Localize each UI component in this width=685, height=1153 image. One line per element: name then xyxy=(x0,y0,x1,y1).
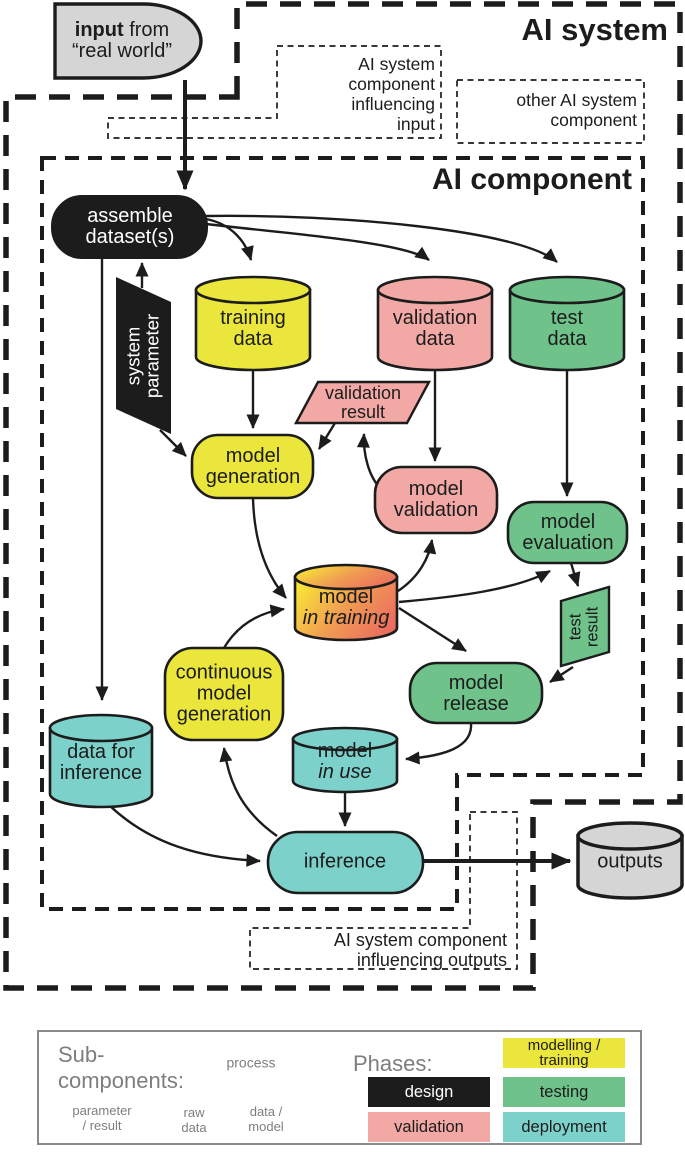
other-component-label: other AI system component xyxy=(516,90,637,130)
legend-phase-modelling-training: modelling / training xyxy=(503,1038,625,1068)
arrow-assemble-to-training-data xyxy=(205,217,254,261)
assemble-datasets-label: assemble dataset(s) xyxy=(85,205,175,248)
legend-subcomponents-title: Sub- components: xyxy=(58,1042,184,1093)
ai-component-border xyxy=(40,156,645,911)
outputs-label: outputs xyxy=(597,850,663,873)
ai-system-title: AI system xyxy=(521,12,668,47)
arrow-validation-result-to-model-generation xyxy=(317,422,337,450)
model-in-training-cylinder-top xyxy=(293,563,399,591)
input-raw-data-shape xyxy=(53,2,203,80)
arrow-assemble-to-test-data xyxy=(205,214,558,263)
validation-data-cylinder xyxy=(376,288,494,372)
continuous-model-generation-label: continuous model generation xyxy=(175,661,273,726)
model-evaluation-label: model evaluation xyxy=(522,511,614,554)
arrow-model-generation-to-model-in-training xyxy=(251,497,287,599)
influencing-outputs-label: AI system component influencing outputs xyxy=(333,930,507,970)
system-parameter-label: system parameter xyxy=(122,313,163,399)
model-in-use-cylinder xyxy=(291,737,399,794)
legend-process-label: process xyxy=(226,1054,276,1071)
legend-data-model-label: data / model xyxy=(248,1104,284,1134)
legend-phase-deployment: deployment xyxy=(503,1112,625,1142)
model-validation-label: model validation xyxy=(393,478,479,521)
inference-shape xyxy=(266,830,425,895)
continuous-model-generation-shape xyxy=(163,646,285,742)
model-in-use-label: model in use xyxy=(317,740,373,783)
legend-parameter-result-label: parameter / result xyxy=(72,1103,132,1133)
arrow-system-parameter-to-model-generation xyxy=(159,429,187,457)
validation-data-cylinder-top xyxy=(376,275,494,305)
model-generation-shape xyxy=(190,433,315,500)
model-generation-label: model generation xyxy=(205,445,301,488)
validation-result-shape xyxy=(293,380,432,425)
arrow-cmg-to-model-in-training xyxy=(222,604,285,649)
ai-component-title: AI component xyxy=(432,163,632,196)
validation-result-label: validation result xyxy=(324,383,402,422)
training-data-label: training data xyxy=(220,307,286,350)
test-data-label: test data xyxy=(547,307,587,350)
validation-data-label: validation data xyxy=(392,307,478,350)
test-result-shape xyxy=(559,585,611,668)
test-data-cylinder-top xyxy=(508,275,626,305)
arrow-model-in-training-to-model-release xyxy=(398,606,467,653)
test-result-label: test result xyxy=(566,606,602,648)
legend-raw-data-label: raw data xyxy=(181,1105,207,1135)
outputs-cylinder xyxy=(576,834,684,900)
inference-label: inference xyxy=(303,850,387,873)
system-parameter-shape xyxy=(116,277,171,434)
model-release-shape xyxy=(408,661,544,725)
arrow-model-in-training-to-model-validation xyxy=(397,539,437,592)
arrow-model-evaluation-to-test-result xyxy=(567,562,581,587)
legend-phases-title: Phases: xyxy=(353,1051,433,1076)
influencing-outputs-border xyxy=(249,811,518,970)
influencing-input-border xyxy=(107,45,442,139)
arrow-assemble-to-validation-data xyxy=(205,222,430,261)
legend-phase-testing: testing xyxy=(503,1077,625,1107)
training-data-cylinder xyxy=(194,288,312,372)
arrow-model-in-training-to-model-evaluation xyxy=(398,569,551,604)
model-in-use-cylinder-top xyxy=(291,726,399,752)
legend-phase-design: design xyxy=(368,1077,490,1107)
test-data-cylinder xyxy=(508,288,626,372)
model-in-training-cylinder xyxy=(293,575,399,642)
arrow-test-result-to-model-release xyxy=(549,665,574,684)
ai-system-border xyxy=(3,1,683,991)
training-data-cylinder-top xyxy=(194,275,312,305)
outputs-cylinder-top xyxy=(576,821,684,851)
data-for-inference-label: data for inference xyxy=(59,741,143,784)
model-evaluation-shape xyxy=(506,500,629,565)
model-release-label: model release xyxy=(443,672,509,715)
legend-phase-validation: validation xyxy=(368,1112,490,1142)
input-label: input from “real world” xyxy=(71,19,173,62)
model-validation-shape xyxy=(373,465,499,535)
influencing-input-label: AI system component influencing input xyxy=(348,54,435,134)
assemble-datasets-shape xyxy=(51,195,208,259)
data-for-inference-cylinder-top xyxy=(48,713,154,743)
model-in-training-label: model in training xyxy=(302,586,390,629)
arrow-data-for-inference-to-inference xyxy=(108,804,261,867)
data-for-inference-cylinder xyxy=(48,726,154,809)
arrow-model-release-to-model-in-use xyxy=(405,722,473,765)
arrow-inference-to-cmg xyxy=(219,747,278,837)
